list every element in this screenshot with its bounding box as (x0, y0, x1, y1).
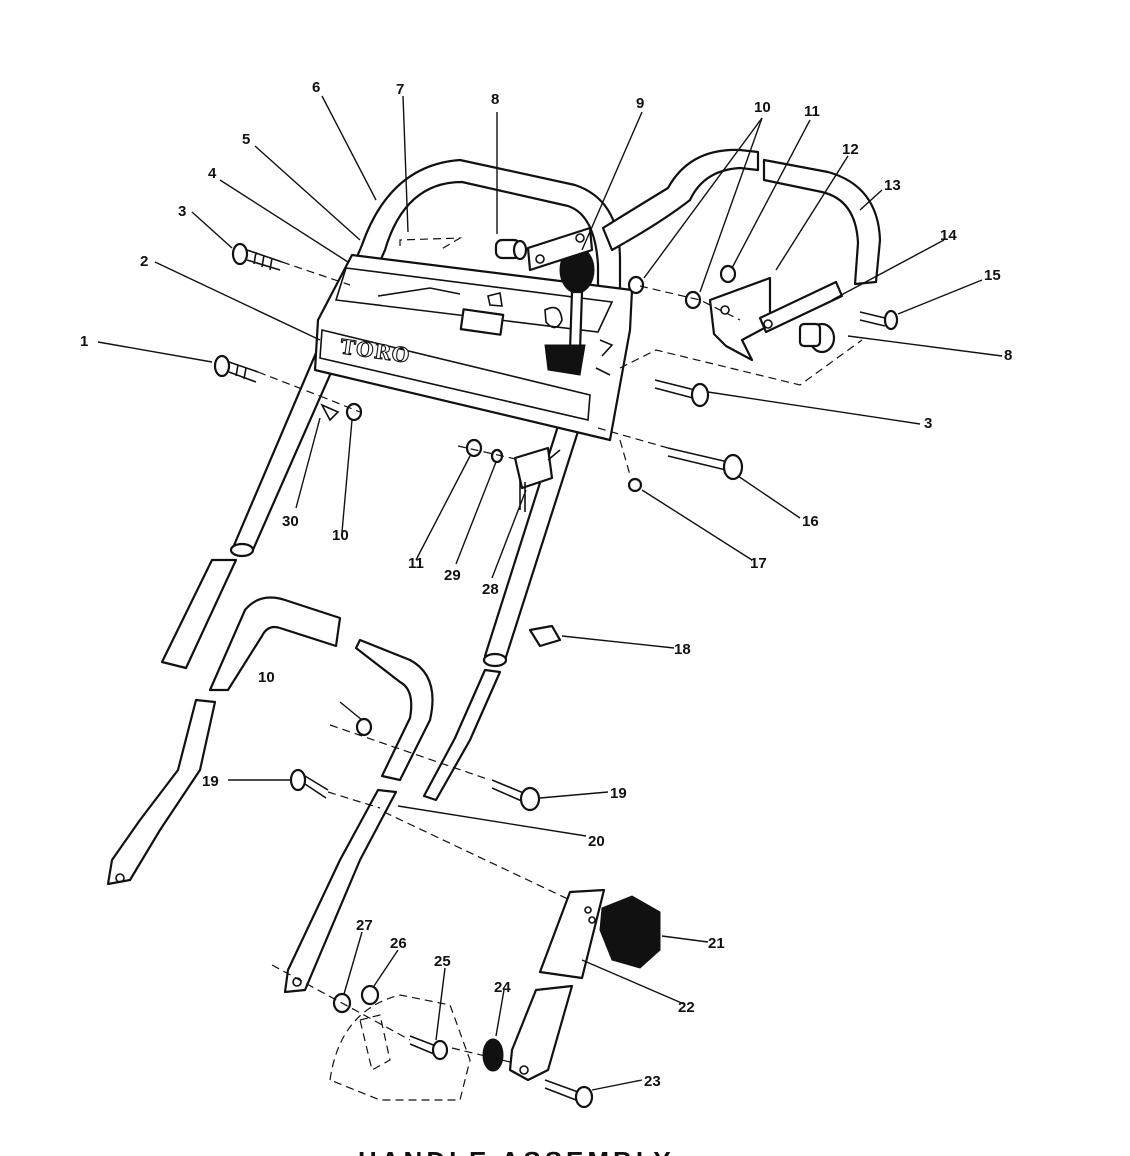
callout-15: 15 (984, 267, 1001, 284)
callout-10b: 10 (332, 527, 349, 544)
callout-22: 22 (678, 999, 695, 1016)
bottom-brackets (329, 888, 661, 1109)
callout-27: 27 (356, 917, 373, 934)
callout-10c: 10 (258, 669, 275, 686)
callout-6: 6 (312, 79, 320, 96)
callout-10a: 10 (754, 99, 771, 116)
callout-2: 2 (140, 253, 148, 270)
callout-8b: 8 (1004, 347, 1012, 364)
control-bail (601, 148, 882, 286)
callout-30: 30 (282, 513, 299, 530)
callout-8a: 8 (491, 91, 499, 108)
callout-19a: 19 (202, 773, 219, 790)
callout-29: 29 (444, 567, 461, 584)
alignment-lines (257, 237, 863, 1063)
callout-26: 26 (390, 935, 407, 952)
callout-3a: 3 (178, 203, 186, 220)
fasteners (213, 242, 899, 648)
callout-18: 18 (674, 641, 691, 658)
callout-16: 16 (802, 513, 819, 530)
callout-24: 24 (494, 979, 511, 996)
callout-19b: 19 (610, 785, 627, 802)
callout-leaders (97, 95, 1003, 1091)
callout-5: 5 (242, 131, 250, 148)
callout-11b: 11 (408, 555, 424, 572)
callout-28: 28 (482, 581, 499, 598)
callout-7: 7 (396, 81, 404, 98)
callout-20: 20 (588, 833, 605, 850)
callout-25: 25 (434, 953, 451, 970)
callout-17: 17 (750, 555, 767, 572)
lower-handles (106, 558, 541, 994)
panel-bracket (494, 226, 594, 272)
callout-3b: 3 (924, 415, 932, 432)
callout-23: 23 (644, 1073, 661, 1090)
callout-9: 9 (636, 95, 644, 112)
right-bracket (708, 276, 844, 362)
footer-caption: HANDLE ASSEMBLY (358, 1146, 675, 1156)
callout-11a: 11 (804, 103, 820, 120)
callout-13: 13 (884, 177, 901, 194)
callout-12: 12 (842, 141, 859, 158)
callout-21: 21 (708, 935, 725, 952)
callout-labels: 1 2 3 3 4 5 6 7 8 8 9 10 10 10 11 11 12 … (80, 79, 1012, 1090)
callout-14: 14 (940, 227, 957, 244)
callout-1: 1 (80, 333, 88, 350)
control-panel: TORO (313, 246, 634, 442)
callout-4: 4 (208, 165, 217, 182)
